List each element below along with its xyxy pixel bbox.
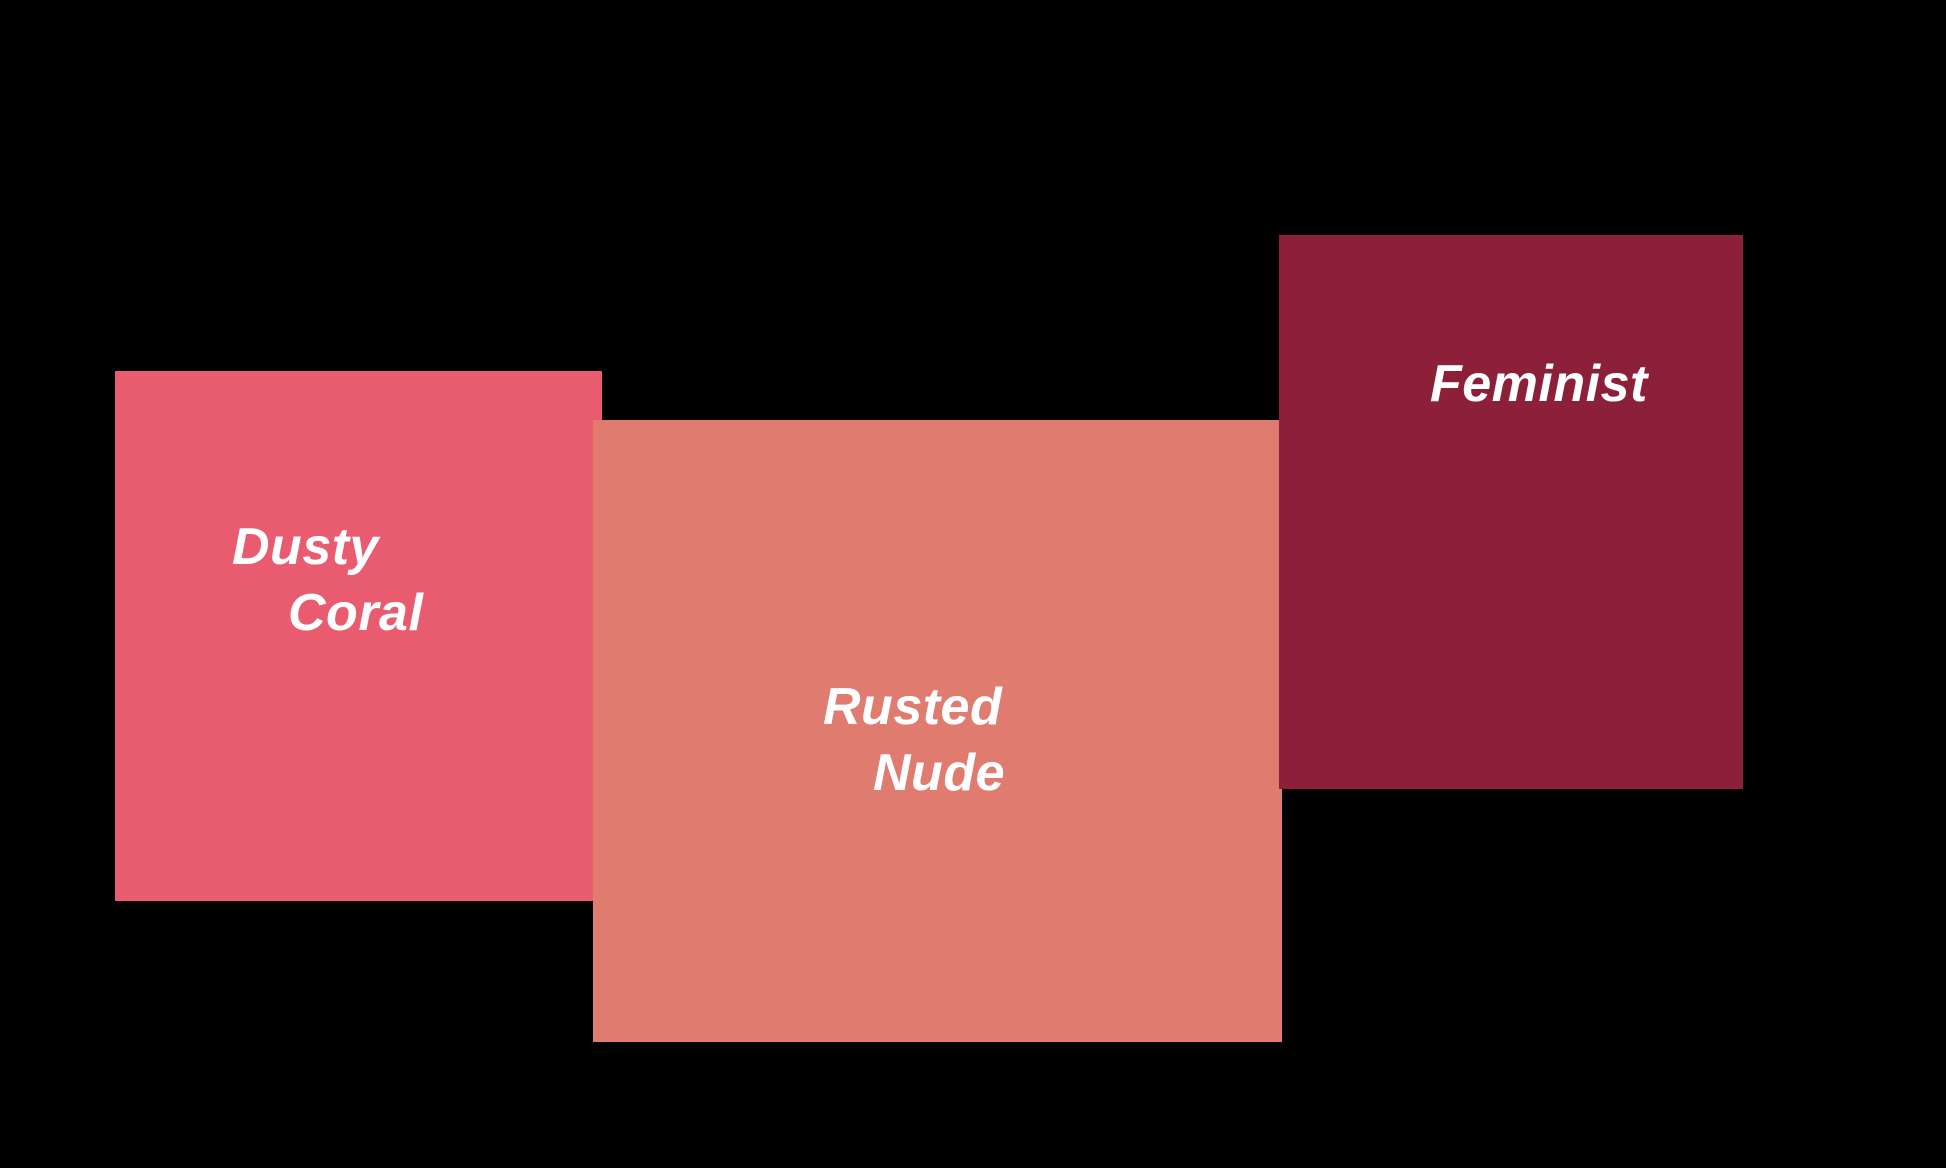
swatch-label-rusted-nude: Rusted Nude xyxy=(823,674,1005,806)
swatch-label-line: Dusty xyxy=(232,518,379,576)
swatch-label-line: Nude xyxy=(873,744,1005,802)
swatch-label-line: Rusted xyxy=(823,678,1003,736)
swatch-label-feminist: Feminist xyxy=(1430,351,1648,417)
swatch-rusted-nude: Rusted Nude xyxy=(593,420,1282,1042)
swatch-label-line: Coral xyxy=(288,584,424,642)
swatch-label-line: Feminist xyxy=(1430,355,1648,413)
swatch-feminist: Feminist xyxy=(1279,235,1743,789)
swatch-dusty-coral: Dusty Coral xyxy=(115,371,602,901)
swatch-label-dusty-coral: Dusty Coral xyxy=(232,514,423,646)
